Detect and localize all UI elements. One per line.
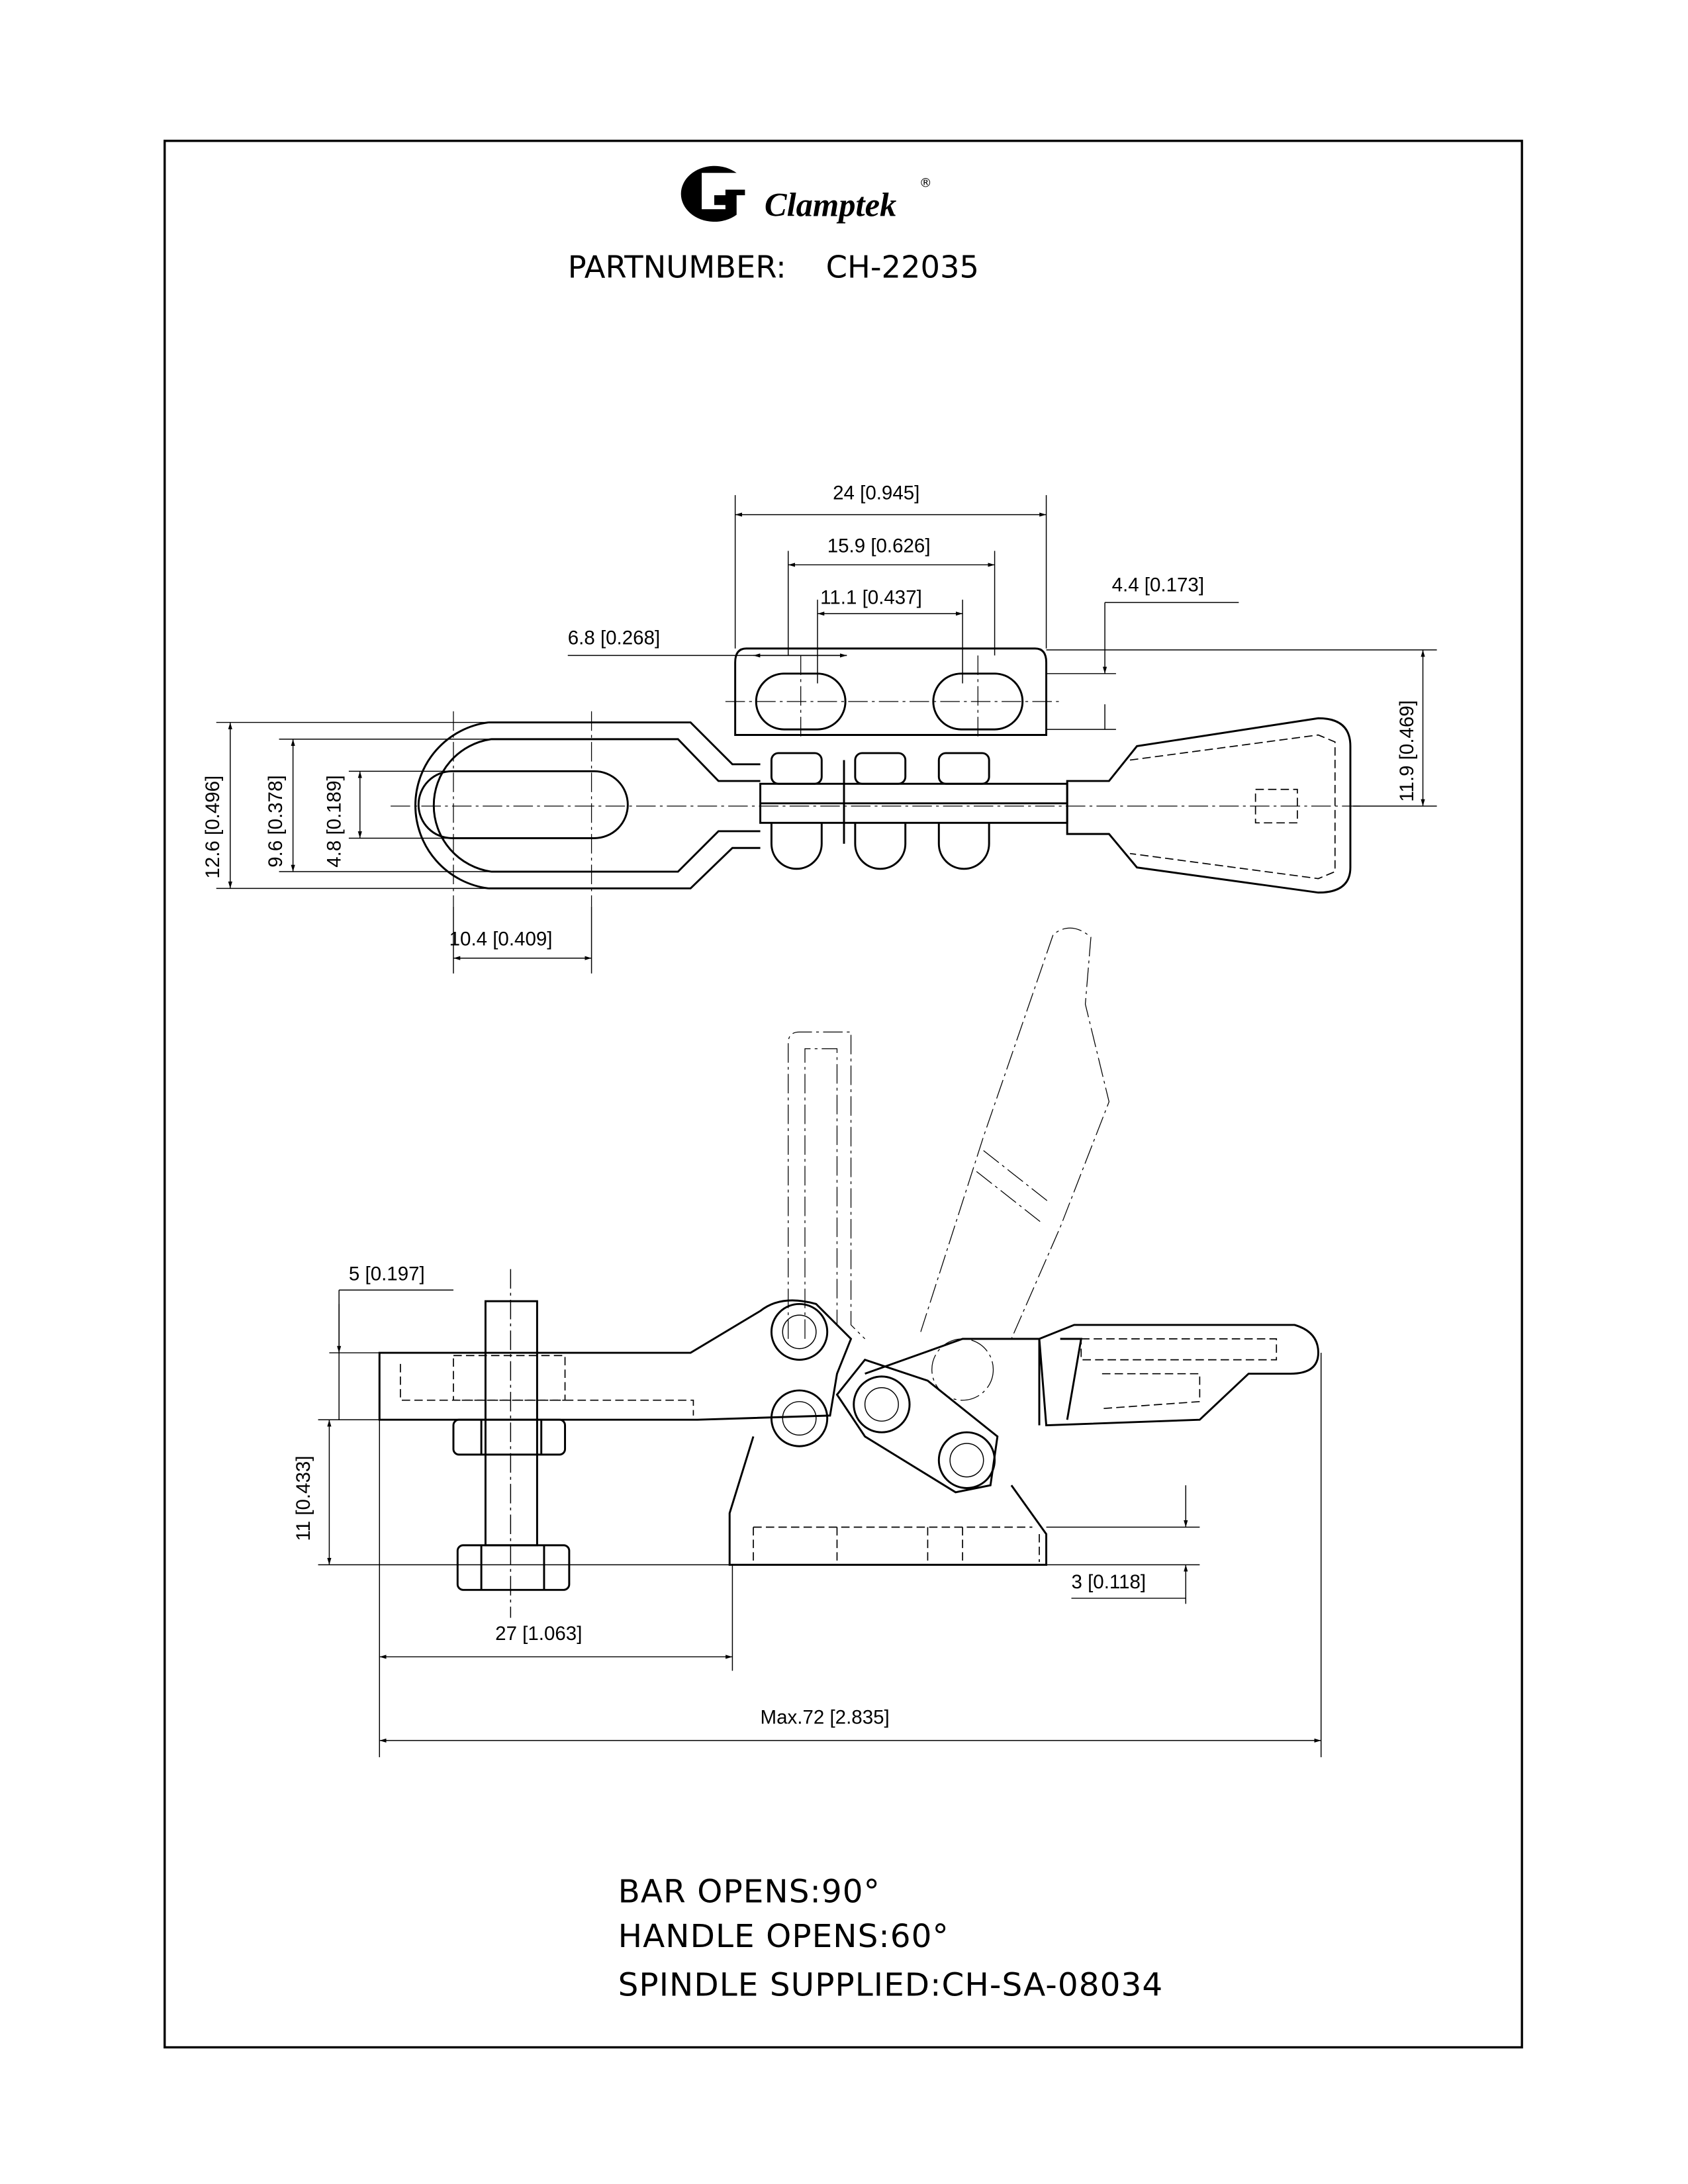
dim-3: 3 [0.118] bbox=[1071, 1571, 1146, 1593]
dim-9-6: 9.6 [0.378] bbox=[265, 775, 287, 867]
dim-12-6: 12.6 [0.496] bbox=[202, 776, 224, 879]
dim-15-9: 15.9 [0.626] bbox=[827, 535, 931, 557]
registered-mark: ® bbox=[919, 175, 932, 190]
sheet-border bbox=[164, 140, 1523, 2049]
notes: BAR OPENS:90° HANDLE OPENS:60° SPINDLE S… bbox=[618, 1873, 1164, 2004]
brand-name: Clamptek bbox=[765, 187, 896, 224]
part-number-label: PARTNUMBER: bbox=[568, 249, 786, 285]
dim-24: 24 [0.945] bbox=[833, 482, 919, 504]
rivets bbox=[770, 752, 990, 870]
dim-10-4: 10.4 [0.409] bbox=[449, 929, 553, 950]
dim-11-1: 11.1 [0.437] bbox=[820, 586, 922, 608]
side-view: 5 [0.197] 11 [0.433] 27 [1.063] Max.72 [… bbox=[293, 927, 1322, 1758]
dim-max-72: Max.72 [2.835] bbox=[761, 1707, 890, 1729]
note-bar-opens: BAR OPENS:90° bbox=[618, 1873, 880, 1910]
dim-11: 11 [0.433] bbox=[293, 1455, 314, 1541]
dim-5: 5 [0.197] bbox=[349, 1263, 425, 1285]
note-spindle-supplied: SPINDLE SUPPLIED:CH-SA-08034 bbox=[618, 1967, 1164, 2004]
dim-6-8: 6.8 [0.268] bbox=[568, 627, 660, 649]
dim-27: 27 [1.063] bbox=[495, 1623, 582, 1645]
dim-4-4: 4.4 [0.173] bbox=[1112, 574, 1204, 596]
clamptek-logo: Clamptek ® bbox=[680, 165, 932, 224]
top-view: 24 [0.945] 15.9 [0.626] 11.1 [0.437] 6.8… bbox=[202, 482, 1437, 974]
dim-4-8: 4.8 [0.189] bbox=[323, 775, 345, 867]
part-number: CH-22035 bbox=[826, 249, 979, 285]
dim-11-9: 11.9 [0.469] bbox=[1396, 700, 1418, 802]
note-handle-opens: HANDLE OPENS:60° bbox=[618, 1918, 949, 1955]
